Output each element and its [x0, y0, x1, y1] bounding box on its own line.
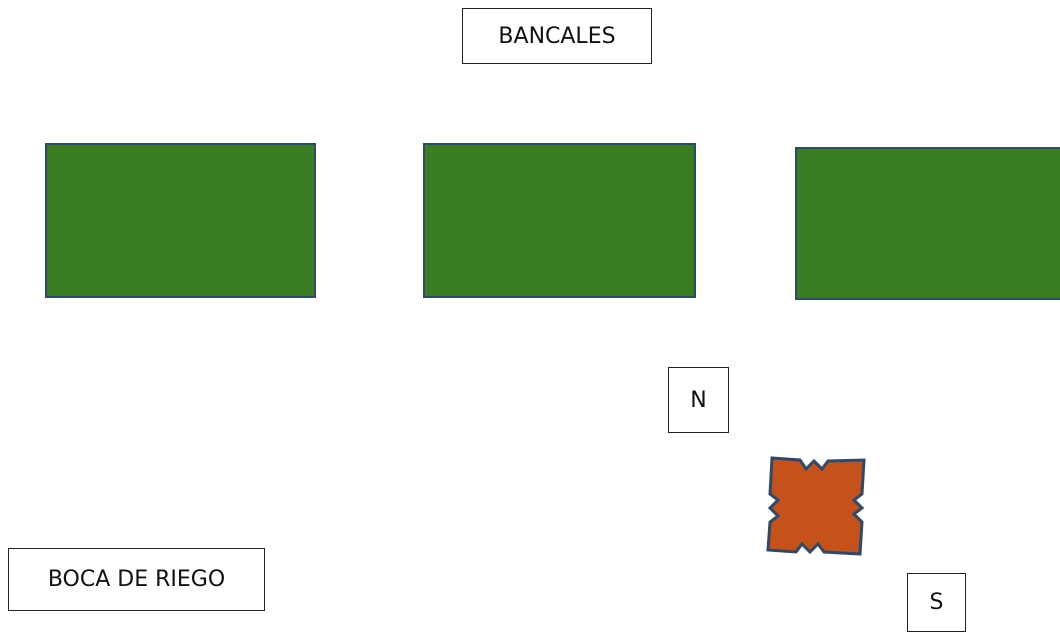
south-text: S [929, 590, 944, 615]
irrigation-valve-icon [766, 456, 866, 556]
hydrant-label: BOCA DE RIEGO [8, 548, 265, 611]
north-label: N [668, 367, 729, 433]
north-text: N [690, 387, 707, 413]
hydrant-text: BOCA DE RIEGO [47, 567, 226, 592]
bed-3 [795, 147, 1060, 300]
bed-1 [45, 143, 316, 298]
title-label: BANCALES [462, 8, 652, 64]
south-label: S [907, 573, 966, 632]
irrigation-valve-shape [766, 456, 866, 556]
bed-2 [423, 143, 696, 298]
title-text: BANCALES [498, 23, 616, 49]
